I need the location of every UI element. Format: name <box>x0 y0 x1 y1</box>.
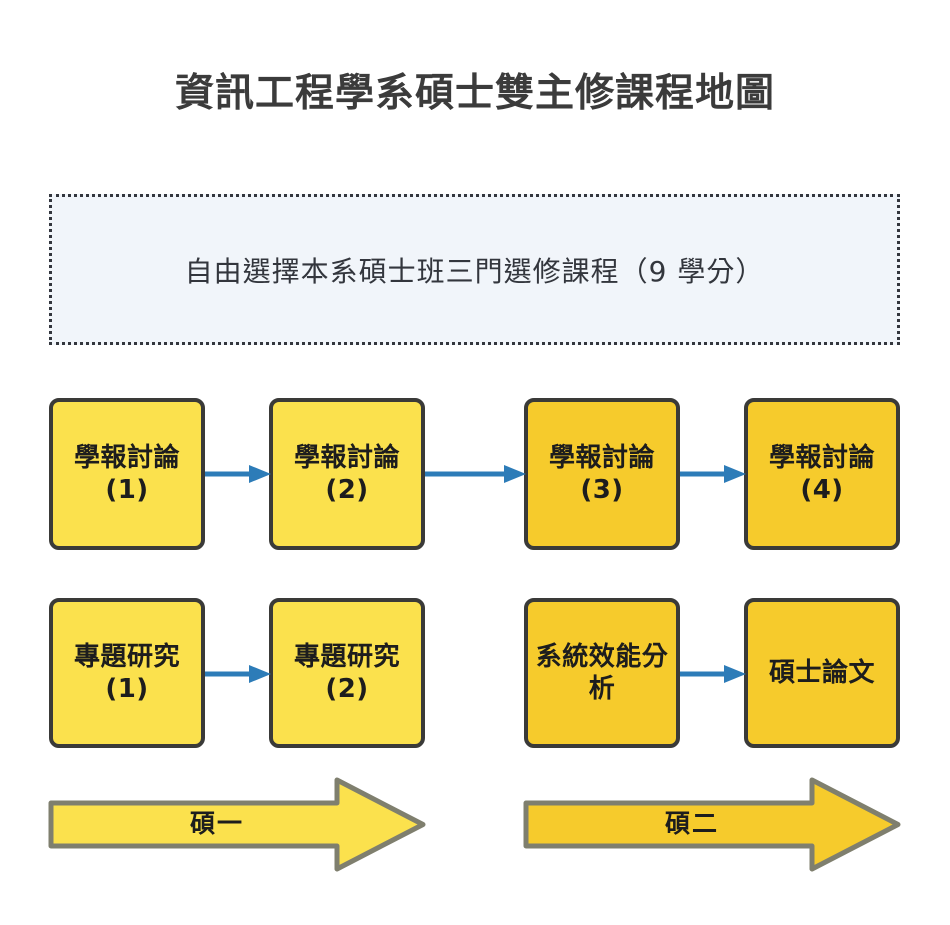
year-banner-label-year1: 碩一 <box>189 809 244 838</box>
course-box-system-performance-analysis[interactable]: 系統效能分析 <box>524 598 680 748</box>
connector-arrow-research-1-to-2 <box>205 665 271 683</box>
course-box-research-2[interactable]: 專題研究(2) <box>269 598 425 748</box>
elective-note-panel: 自由選擇本系碩士班三門選修課程（9 學分） <box>49 194 900 345</box>
connector-arrow-seminar-1-to-2 <box>205 465 271 483</box>
connector-arrow-seminar-3-to-4 <box>680 465 746 483</box>
course-box-seminar-3[interactable]: 學報討論(3) <box>524 398 680 550</box>
year-banner-arrow-year1 <box>48 777 426 872</box>
course-box-seminar-2[interactable]: 學報討論(2) <box>269 398 425 550</box>
course-box-seminar-4[interactable]: 學報討論(4) <box>744 398 900 550</box>
course-box-master-thesis[interactable]: 碩士論文 <box>744 598 900 748</box>
course-box-research-1[interactable]: 專題研究(1) <box>49 598 205 748</box>
connector-arrow-seminar-2-to-3 <box>425 465 526 483</box>
connector-arrow-analysis-to-thesis <box>680 665 746 683</box>
course-box-seminar-1[interactable]: 學報討論(1) <box>49 398 205 550</box>
elective-note-text: 自由選擇本系碩士班三門選修課程（9 學分） <box>184 254 765 288</box>
page-title: 資訊工程學系碩士雙主修課程地圖 <box>174 71 775 116</box>
year-banner-label-year2: 碩二 <box>664 809 719 838</box>
year-banner-arrow-year2 <box>523 777 901 872</box>
